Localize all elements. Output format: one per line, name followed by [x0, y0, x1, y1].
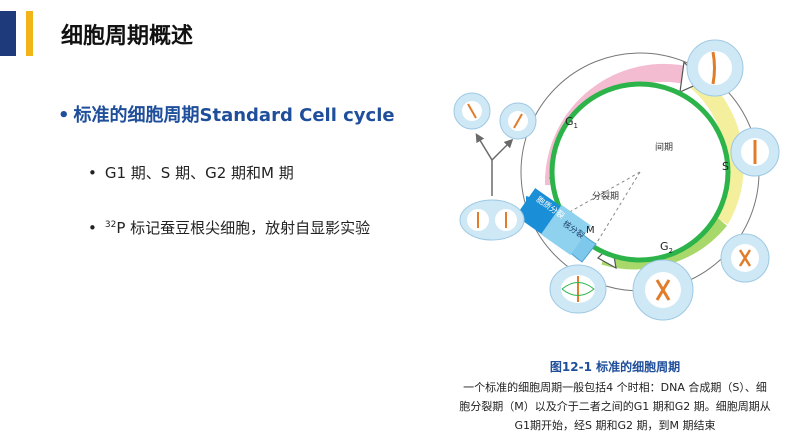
slide-title: 细胞周期概述	[61, 24, 194, 49]
division-dash-2	[595, 171, 641, 245]
bullet-dot: •	[88, 164, 97, 182]
heading-bullet: •标准的细胞周期Standard Cell cycle	[58, 101, 395, 127]
figure-caption-body: 一个标准的细胞周期一般包括4 个时相：DNA 合成期（S）、细 胞分裂期（M）以…	[440, 378, 790, 435]
division-arrow-right	[491, 138, 514, 161]
isotope-superscript: 32	[104, 220, 117, 230]
division-dash-1	[565, 171, 641, 215]
cell-bottom-center	[632, 259, 694, 321]
cell-right-2	[720, 233, 770, 283]
cell-bottom-left	[549, 264, 607, 314]
heading-text: 标准的细胞周期Standard Cell cycle	[73, 105, 395, 126]
bullet-experiment: • 32P 标记蚕豆根尖细胞，放射自显影实验	[88, 217, 370, 238]
figure-caption-title: 图12-1 标准的细胞周期	[549, 360, 681, 374]
cell-right-1	[730, 127, 780, 177]
accent-bar-blue	[0, 11, 16, 56]
label-g2: G2	[660, 240, 673, 255]
caption-line: 一个标准的细胞周期一般包括4 个时相：DNA 合成期（S）、细	[463, 381, 767, 394]
bullet-dot: •	[58, 105, 70, 126]
caption-line: 胞分裂期（M）以及介于二者之间的G1 期和G2 期。细胞周期从	[459, 400, 771, 413]
bullet-phases-text: G1 期、S 期、G2 期和M 期	[104, 164, 294, 182]
label-m: M	[586, 225, 595, 236]
accent-bar-yellow	[26, 11, 33, 56]
bullet-experiment-text: P 标记蚕豆根尖细胞，放射自显影实验	[116, 219, 371, 237]
label-g1: G1	[565, 115, 578, 130]
cell-dividing-left	[459, 199, 525, 241]
cell-cycle-diagram: G1 S G2 M 间期 分裂期 胞质分裂 核分裂	[453, 39, 780, 321]
bullet-phases: • G1 期、S 期、G2 期和M 期	[88, 162, 294, 183]
cell-top-right	[686, 39, 744, 97]
mitosis-band	[540, 204, 592, 256]
label-s: S	[722, 160, 729, 173]
label-mitotic-phase: 分裂期	[592, 191, 619, 202]
caption-line: G1期开始，经S 期和G2 期，到M 期结束	[514, 419, 716, 432]
division-arrow-left	[475, 133, 493, 161]
bullet-dot: •	[88, 219, 97, 237]
cell-daughter-2	[499, 102, 537, 140]
cell-daughter-1	[453, 92, 491, 130]
label-interphase: 间期	[655, 141, 673, 153]
